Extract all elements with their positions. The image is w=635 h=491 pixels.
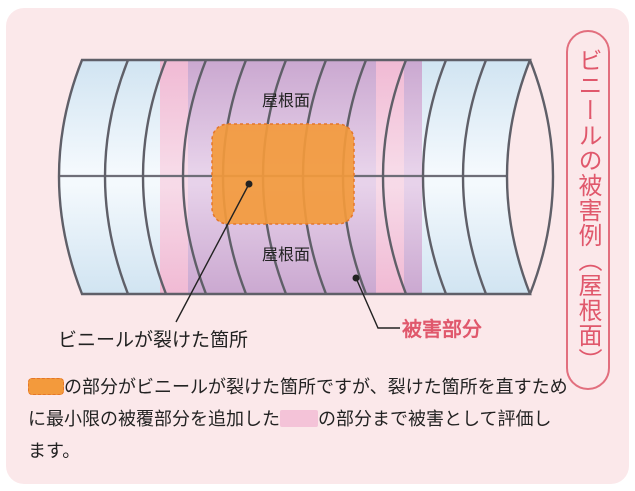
damage-leader-line <box>355 277 400 329</box>
tunnel-body <box>59 60 530 294</box>
tear-swatch <box>28 378 64 395</box>
covered-swatch <box>280 410 318 427</box>
covered-strip-right <box>376 60 404 294</box>
caption-part2: の部分まで被害として評価します。 <box>28 409 552 462</box>
tunnel-end-arch <box>528 59 555 295</box>
roof-label-top: 屋根面 <box>262 91 310 110</box>
caption-part1: の部分がビニールが裂けた箇所ですが、裂けた箇所を直すために最小限の被覆部分を追加… <box>28 377 568 430</box>
caption: の部分がビニールが裂けた箇所ですが、裂けた箇所を直すために最小限の被覆部分を追加… <box>28 372 568 468</box>
side-title: ビニールの被害例（屋根面） <box>574 47 602 373</box>
damage-label: 被害部分 <box>402 317 482 341</box>
tear-area <box>211 123 355 225</box>
tear-label: ビニールが裂けた箇所 <box>58 329 248 351</box>
side-title-box: ビニールの被害例（屋根面） <box>566 30 610 390</box>
roof-label-bottom: 屋根面 <box>262 245 310 264</box>
tear-leader-line <box>175 183 250 323</box>
